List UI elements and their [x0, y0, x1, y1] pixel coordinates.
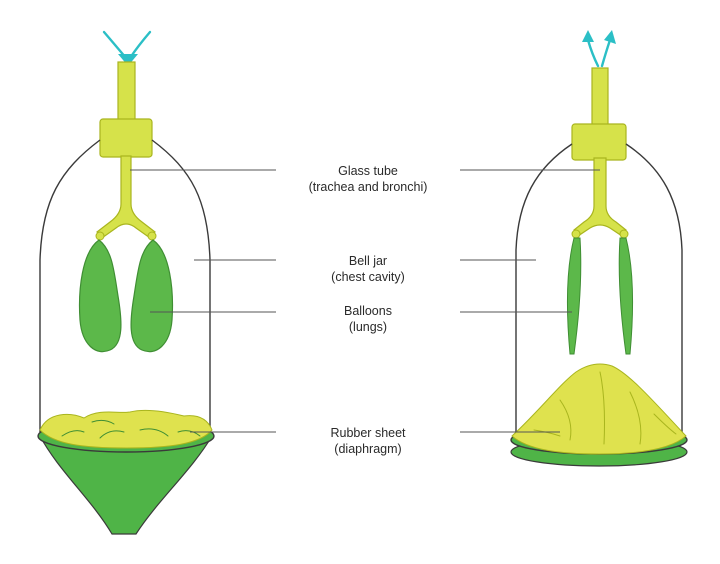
right-lung-balloon: [130, 239, 174, 353]
left-stopper: [99, 118, 153, 158]
label-glass-tube: Glass tube (trachea and bronchi): [276, 163, 460, 195]
glass-tube-label: Glass tube: [338, 164, 398, 178]
label-bell-jar: Bell jar (chest cavity): [276, 253, 460, 285]
left-rubber-sheet-top: [39, 409, 213, 449]
label-rubber-sheet: Rubber sheet (diaphragm): [276, 425, 460, 457]
bell-jar-label: Bell jar: [348, 254, 388, 268]
left-tube-top: [117, 61, 136, 121]
rubber-sheet-note: (diaphragm): [334, 442, 402, 456]
bell-jar-note: (chest cavity): [331, 270, 405, 284]
air-arrow-in-icon: [102, 30, 152, 66]
right-bell-jar: [515, 143, 683, 434]
left-bell-jar: [39, 139, 211, 432]
balloons-label: Balloons: [344, 304, 392, 318]
right-rubber-sheet-dome: [511, 363, 687, 455]
right-model-left-balloon: [566, 237, 582, 355]
right-model: [510, 30, 688, 467]
right-tube-top: [591, 67, 609, 127]
left-trachea: [96, 155, 156, 239]
right-model-right-balloon: [618, 237, 634, 355]
glass-tube-note: (trachea and bronchi): [308, 180, 428, 194]
air-arrows-out-icon: [582, 30, 616, 68]
right-trachea: [573, 157, 627, 237]
label-balloons: Balloons (lungs): [276, 303, 460, 335]
left-rubber-sheet-under: [39, 435, 214, 535]
left-lung-balloon: [78, 239, 122, 353]
balloons-note: (lungs): [348, 320, 388, 334]
right-stopper: [571, 123, 627, 161]
rubber-sheet-label: Rubber sheet: [330, 426, 406, 440]
left-model: [37, 30, 215, 535]
leader-lines: [130, 169, 600, 433]
